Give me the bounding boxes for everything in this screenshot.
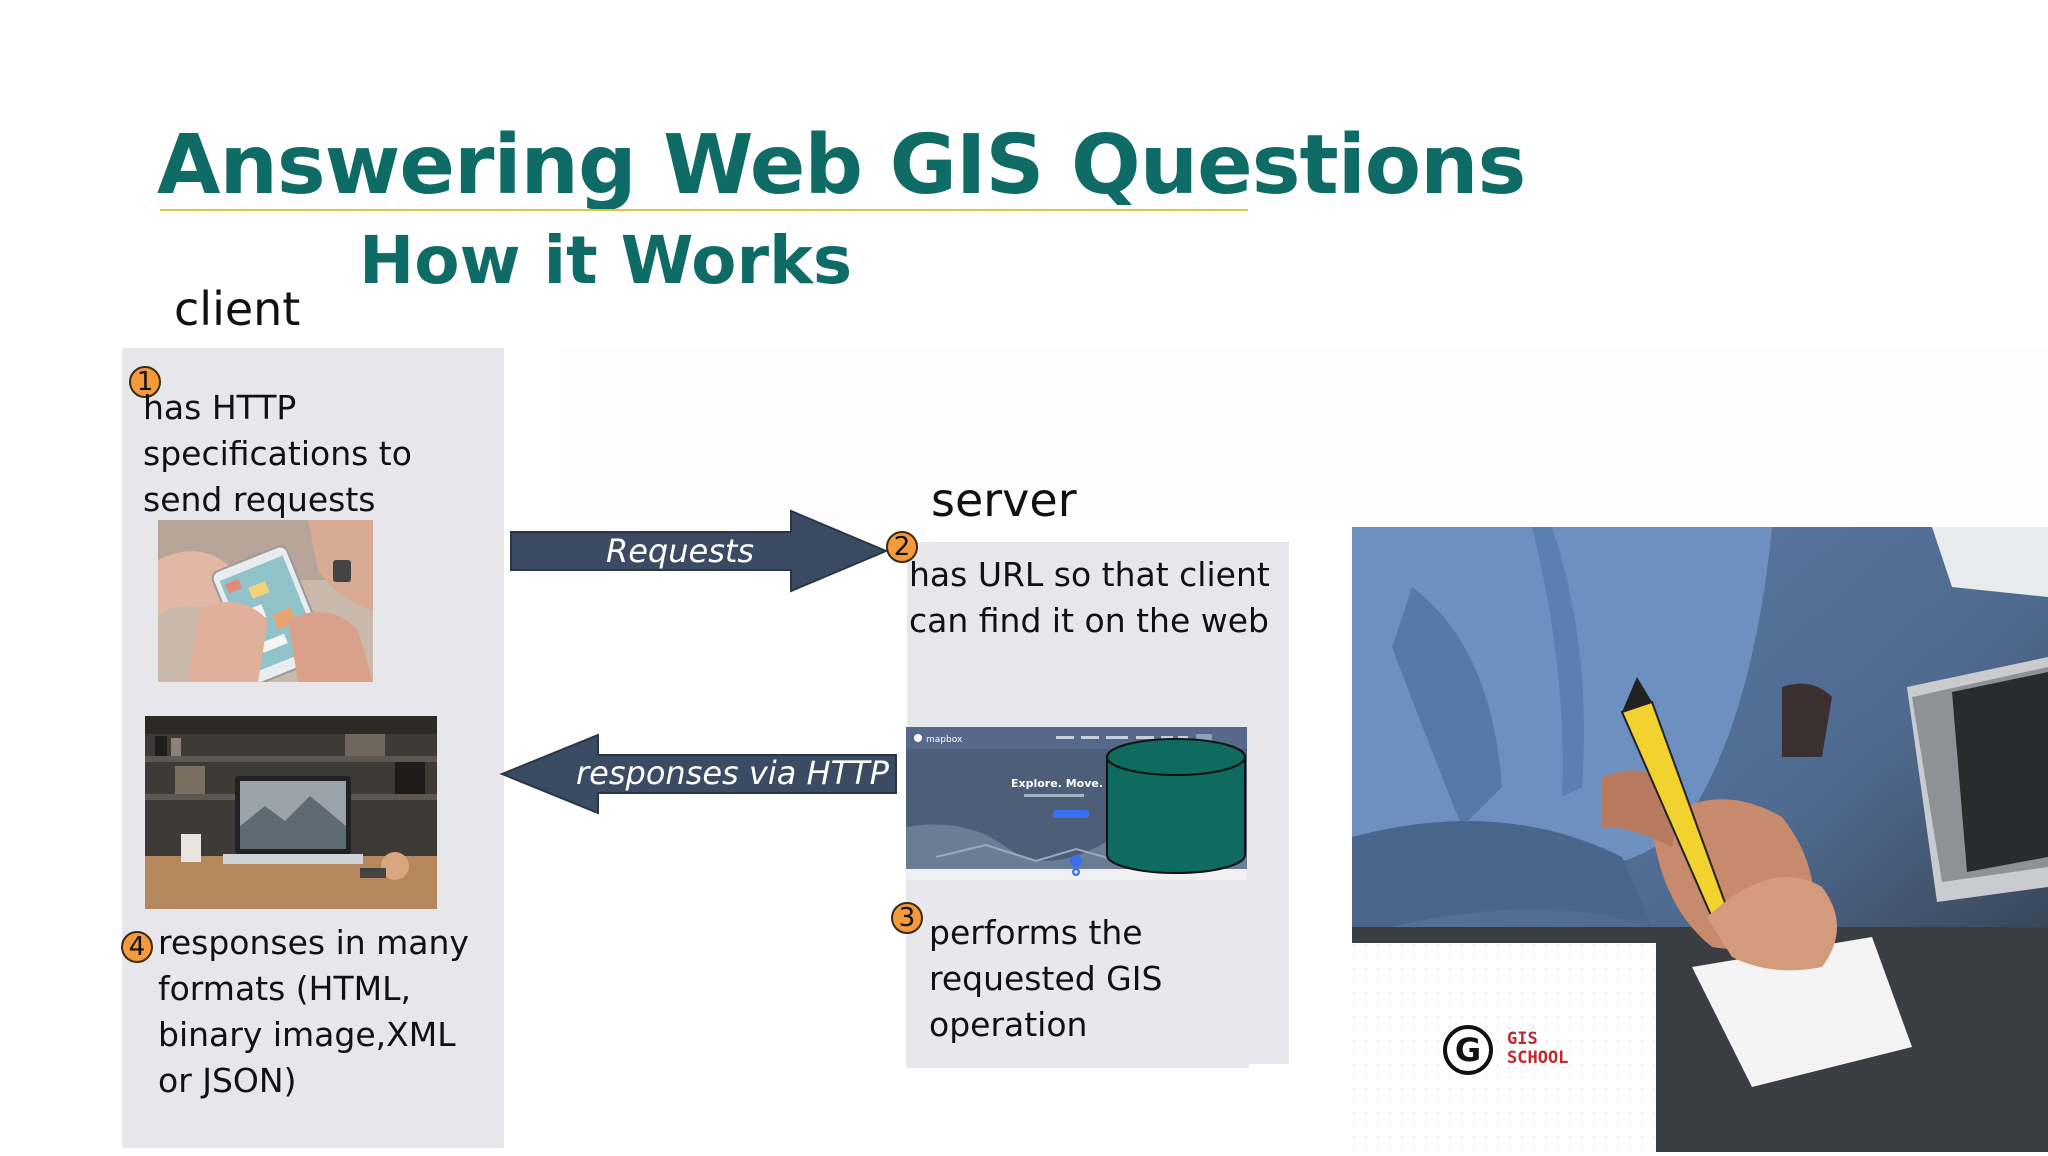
request-arrow-label: Requests (606, 532, 755, 570)
step-3-text: performs the requested GIS operation (929, 913, 1163, 1044)
server-subpanel (906, 878, 1249, 1068)
step-1-badge: 1 (129, 366, 161, 398)
slide-title: Answering Web GIS Questions (157, 118, 1526, 213)
request-arrow (510, 509, 889, 593)
slide-subtitle: How it Works (359, 222, 853, 299)
step-4-badge: 4 (121, 931, 153, 963)
database-icon (1106, 738, 1246, 874)
logo-line-2: SCHOOL (1507, 1048, 1569, 1068)
gis-school-logo-text: GIS SCHOOL (1507, 1030, 1568, 1068)
phone-photo (158, 520, 373, 682)
logo-line-1: GIS (1507, 1029, 1538, 1049)
client-label: client (174, 282, 301, 336)
response-arrow-label: responses via HTTP (576, 754, 889, 792)
background-panel (560, 348, 2048, 518)
title-underline (160, 209, 1248, 211)
web-map-screenshot: mapbox Explore. Move. Co (906, 727, 1247, 880)
server-label: server (931, 473, 1077, 527)
dotted-pattern (1352, 943, 1656, 1152)
step-1-text: has HTTP specifications to send requests (143, 388, 412, 519)
step-4-text: responses in many formats (HTML, binary … (158, 923, 469, 1100)
step-2-text: has URL so that client can find it on th… (909, 555, 1270, 640)
mapbox-heading: Explore. Move. Co (1011, 777, 1123, 790)
laptop-desk-photo (145, 716, 437, 909)
logo-card (1352, 943, 1656, 1152)
step-2-badge: 2 (886, 531, 918, 563)
step-3-badge: 3 (891, 902, 923, 934)
response-arrow (499, 733, 897, 815)
mapbox-brand: mapbox (926, 735, 963, 745)
gis-school-logo-icon: G (1443, 1025, 1493, 1075)
